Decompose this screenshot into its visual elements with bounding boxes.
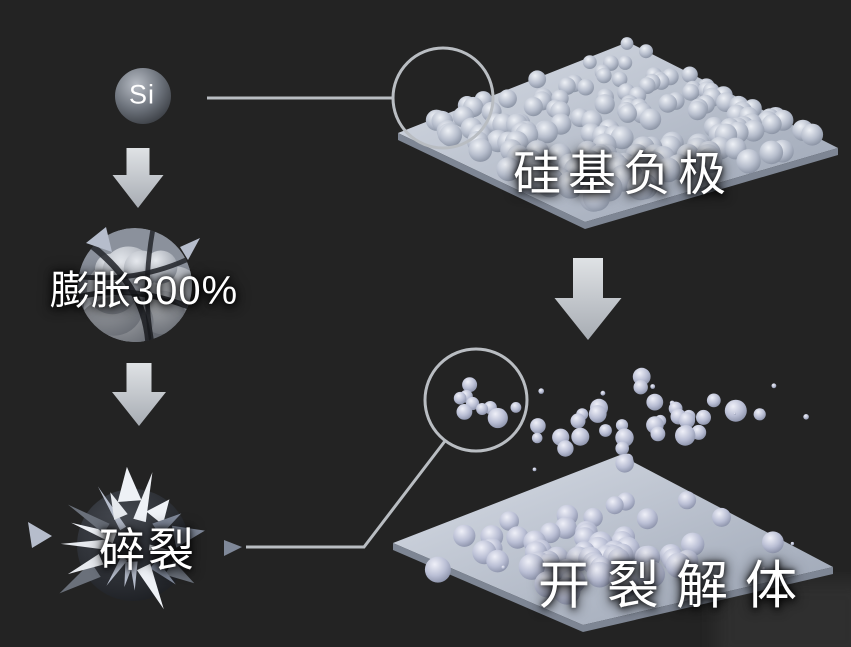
scattered-spheres	[424, 367, 809, 605]
connector-line-bottom	[246, 440, 447, 549]
fracture-label: 碎裂	[99, 524, 197, 576]
disintegration-plate-edge-right	[583, 567, 833, 632]
expansion-down-arrow-icon	[112, 363, 166, 426]
anode-down-arrow-icon	[554, 258, 622, 340]
expanded-particle	[78, 227, 200, 342]
disintegration-illustration	[393, 367, 833, 632]
anode-label: 硅基负极	[512, 148, 734, 201]
si-particle	[115, 68, 171, 124]
disintegration-label: 开裂解体	[537, 557, 815, 616]
anode-sphere-bed	[425, 37, 824, 212]
shattered-particle	[28, 466, 242, 610]
callout-circle-bottom-icon	[423, 347, 529, 453]
si-label: Si	[128, 79, 156, 110]
expansion-label: 膨胀300%	[49, 269, 239, 313]
anode-plate-edge-left	[398, 133, 585, 229]
callout-circle-top-icon	[391, 46, 495, 150]
anode-illustration	[398, 37, 838, 229]
si-down-arrow-icon	[112, 148, 164, 208]
anode-plate-edge-right	[585, 148, 838, 229]
